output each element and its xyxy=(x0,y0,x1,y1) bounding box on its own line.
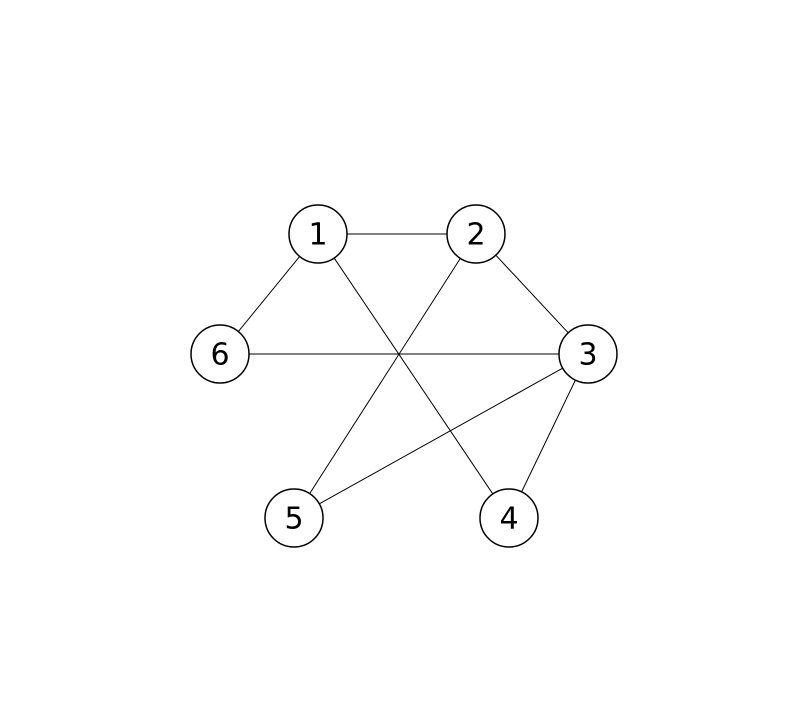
node-label-5: 5 xyxy=(284,502,303,537)
node-circle-2 xyxy=(446,204,506,264)
node-label-3: 3 xyxy=(578,338,597,373)
edge-2-3 xyxy=(495,254,569,334)
edges-layer xyxy=(237,233,576,505)
node-circle-1 xyxy=(288,204,348,264)
node-3: 3 xyxy=(558,324,618,384)
node-circle-4 xyxy=(479,488,539,548)
nodes-layer: 1 2 3 4 5 6 xyxy=(190,204,618,548)
node-label-2: 2 xyxy=(466,218,485,253)
edge-3-5 xyxy=(319,367,563,505)
node-6: 6 xyxy=(190,324,250,384)
edge-1-6 xyxy=(237,256,301,332)
edge-2-5 xyxy=(309,258,461,494)
node-circle-5 xyxy=(264,488,324,548)
edge-1-4 xyxy=(333,257,494,495)
node-2: 2 xyxy=(446,204,506,264)
edge-3-4 xyxy=(521,379,576,493)
node-circle-6 xyxy=(190,324,250,384)
node-4: 4 xyxy=(479,488,539,548)
node-label-6: 6 xyxy=(210,338,229,373)
node-1: 1 xyxy=(288,204,348,264)
node-label-1: 1 xyxy=(308,218,327,253)
node-label-4: 4 xyxy=(499,502,518,537)
node-5: 5 xyxy=(264,488,324,548)
node-circle-3 xyxy=(558,324,618,384)
